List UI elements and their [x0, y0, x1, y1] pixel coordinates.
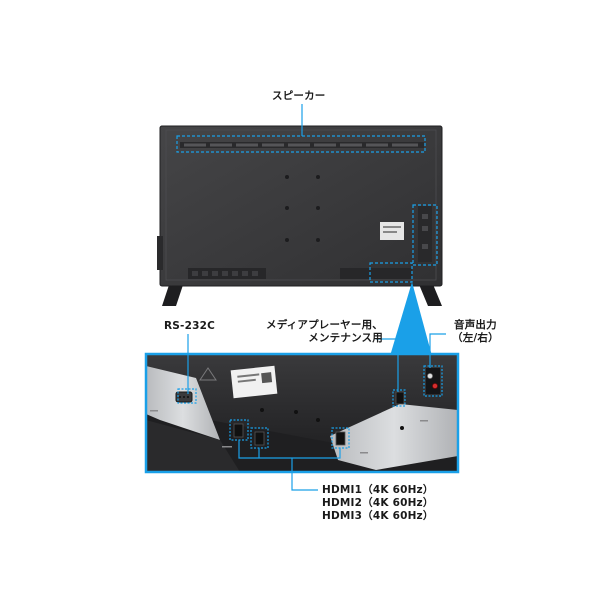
hdmi2-label: HDMI2（4K 60Hz） — [322, 497, 434, 509]
tv-rear-view — [157, 125, 443, 306]
media-player-label-line2: メンテナンス用 — [308, 332, 383, 344]
detail-panel — [144, 352, 460, 474]
hdmi1-label: HDMI1（4K 60Hz） — [322, 484, 434, 496]
audio-out-label-line1: 音声出力 — [454, 319, 497, 331]
speaker-highlight-box — [176, 135, 426, 153]
detail-panel-frame — [144, 352, 460, 474]
hdmi-label: HDMI1（4K 60Hz） HDMI2（4K 60Hz） HDMI3（4K 6… — [322, 484, 434, 523]
media-player-label-line1: メディアプレーヤー用、 — [266, 319, 383, 331]
audio-out-label: 音声出力 （左/右） — [452, 319, 499, 345]
speaker-grille — [180, 142, 424, 148]
bottom-port-highlight-box — [369, 262, 413, 283]
media-player-label: メディアプレーヤー用、 メンテナンス用 — [266, 319, 383, 345]
audio-out-label-line2: （左/右） — [452, 332, 499, 344]
zoom-projection — [390, 282, 432, 356]
hdmi3-label: HDMI3（4K 60Hz） — [322, 510, 434, 522]
speaker-label: スピーカー — [272, 90, 326, 102]
side-port-highlight-box — [412, 204, 438, 266]
rs232c-label: RS-232C — [164, 320, 216, 332]
